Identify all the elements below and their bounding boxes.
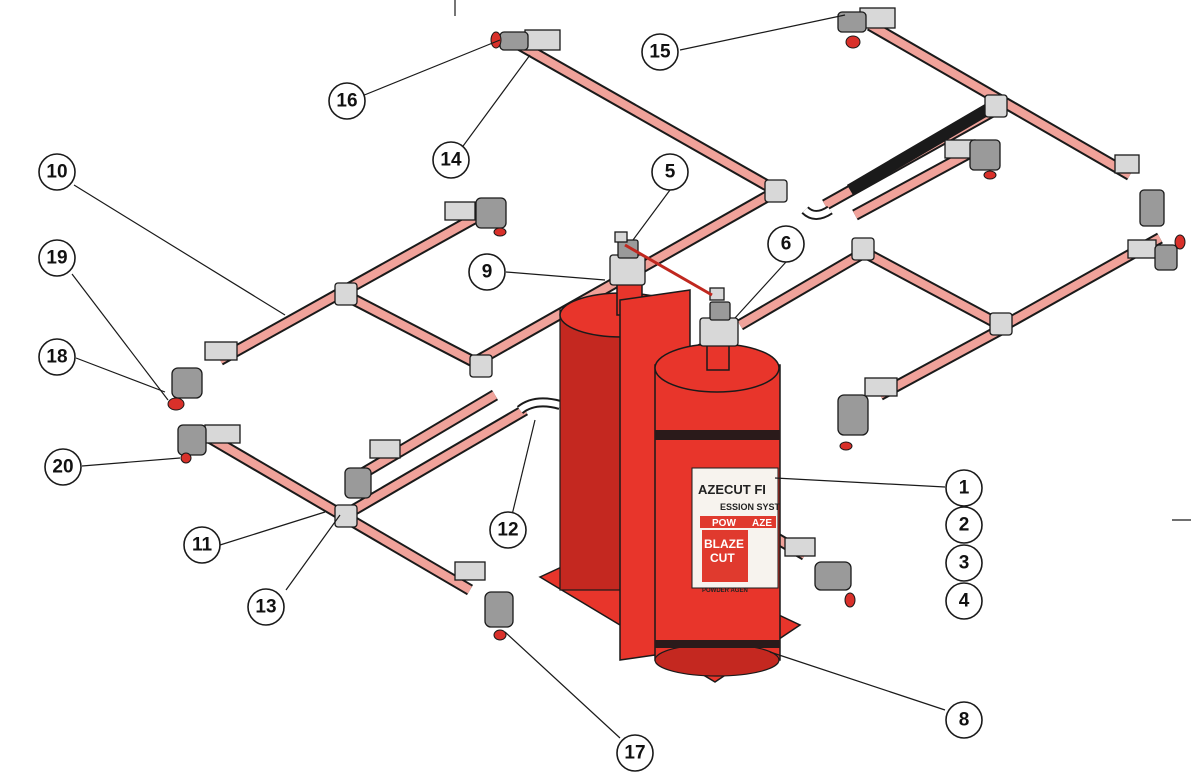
tee-fitting <box>851 237 875 261</box>
svg-text:17: 17 <box>624 743 645 764</box>
pipe-segment <box>736 249 864 331</box>
nozzle <box>444 197 507 237</box>
tee-fitting <box>334 504 358 528</box>
pipe-segment <box>341 404 529 521</box>
svg-text:13: 13 <box>255 597 276 618</box>
balloon-labels: 1 2 3 4 5 6 8 9 <box>38 33 983 772</box>
mounting-bracket <box>524 29 561 51</box>
tee-fitting <box>764 179 788 203</box>
cylinder-assembly: AZECUT FI ESSION SYST POW AZE BLAZE CUT … <box>538 231 802 683</box>
balloon-16: 16 <box>328 82 366 120</box>
balloon-18: 18 <box>38 338 76 376</box>
svg-text:1: 1 <box>959 478 970 499</box>
svg-text:12: 12 <box>497 520 518 541</box>
balloon-8: 8 <box>945 701 983 739</box>
nozzle <box>837 377 898 451</box>
svg-text:19: 19 <box>46 248 67 269</box>
svg-text:4: 4 <box>959 591 970 612</box>
balloon-5: 5 <box>651 153 689 191</box>
nozzle <box>837 7 896 49</box>
tee-fitting <box>334 282 358 306</box>
tee-fitting <box>469 354 493 378</box>
balloon-13: 13 <box>247 588 285 626</box>
mounting-bracket <box>204 424 241 444</box>
label-footer: POWDER AGEN <box>702 588 748 594</box>
label-line-2: ESSION SYST <box>720 502 781 512</box>
mounting-bracket <box>204 341 238 361</box>
label-logo-2: CUT <box>710 551 735 565</box>
nozzle <box>344 439 401 499</box>
nozzle <box>454 561 514 641</box>
balloon-14: 14 <box>432 141 470 179</box>
valve-head <box>699 287 739 347</box>
valve-head <box>609 231 646 286</box>
mounting-bracket <box>454 561 486 581</box>
nozzle <box>177 424 241 464</box>
pipe-segment <box>356 389 499 481</box>
pipe-segment <box>846 99 999 196</box>
mounting-bracket <box>1127 239 1157 259</box>
nozzle <box>784 537 856 608</box>
svg-text:14: 14 <box>440 150 462 171</box>
svg-text:16: 16 <box>336 91 357 112</box>
pipe-segment <box>517 39 778 196</box>
tee-fitting <box>984 94 1008 118</box>
balloon-12: 12 <box>489 511 527 549</box>
nozzle <box>944 139 1001 180</box>
balloon-3: 3 <box>945 544 983 582</box>
balloon-19: 19 <box>38 239 76 277</box>
label-band: POW <box>712 518 736 529</box>
balloon-9: 9 <box>468 253 506 291</box>
nozzle <box>1114 154 1186 250</box>
svg-text:9: 9 <box>482 262 493 283</box>
svg-text:15: 15 <box>649 42 671 63</box>
leader-lines <box>71 14 946 739</box>
mounting-bracket <box>444 201 476 221</box>
nozzle <box>1127 239 1178 271</box>
pipe-segment <box>877 324 1003 401</box>
nozzle <box>167 341 238 411</box>
balloon-2: 2 <box>945 506 983 544</box>
balloon-15: 15 <box>641 33 679 71</box>
svg-text:6: 6 <box>781 234 792 255</box>
balloon-6: 6 <box>767 225 805 263</box>
mounting-bracket <box>369 439 401 459</box>
svg-text:3: 3 <box>959 553 970 574</box>
svg-text:18: 18 <box>46 347 67 368</box>
mounting-bracket <box>1114 154 1140 174</box>
mounting-bracket <box>784 537 816 557</box>
label-line-1: AZECUT FI <box>698 482 766 497</box>
svg-text:2: 2 <box>959 515 970 536</box>
nozzle <box>490 29 561 51</box>
actuation-link <box>624 243 713 297</box>
balloon-11: 11 <box>183 526 221 564</box>
label-logo-1: BLAZE <box>704 537 744 551</box>
balloon-10: 10 <box>38 153 76 191</box>
balloon-4: 4 <box>945 582 983 620</box>
balloon-1: 1 <box>945 469 983 507</box>
pipe-segment <box>857 244 1003 331</box>
svg-text:10: 10 <box>46 162 67 183</box>
svg-text:20: 20 <box>52 457 73 478</box>
balloon-17: 17 <box>616 734 654 772</box>
svg-text:8: 8 <box>959 710 970 731</box>
mounting-bracket <box>864 377 898 397</box>
pipe-segment <box>852 144 978 221</box>
tee-fitting <box>989 312 1013 336</box>
svg-text:5: 5 <box>665 162 676 183</box>
balloon-20: 20 <box>44 448 82 486</box>
label-band-2: AZE <box>752 518 772 529</box>
svg-text:11: 11 <box>192 535 213 556</box>
nozzles <box>167 7 1186 641</box>
pipe-segment <box>342 289 483 371</box>
